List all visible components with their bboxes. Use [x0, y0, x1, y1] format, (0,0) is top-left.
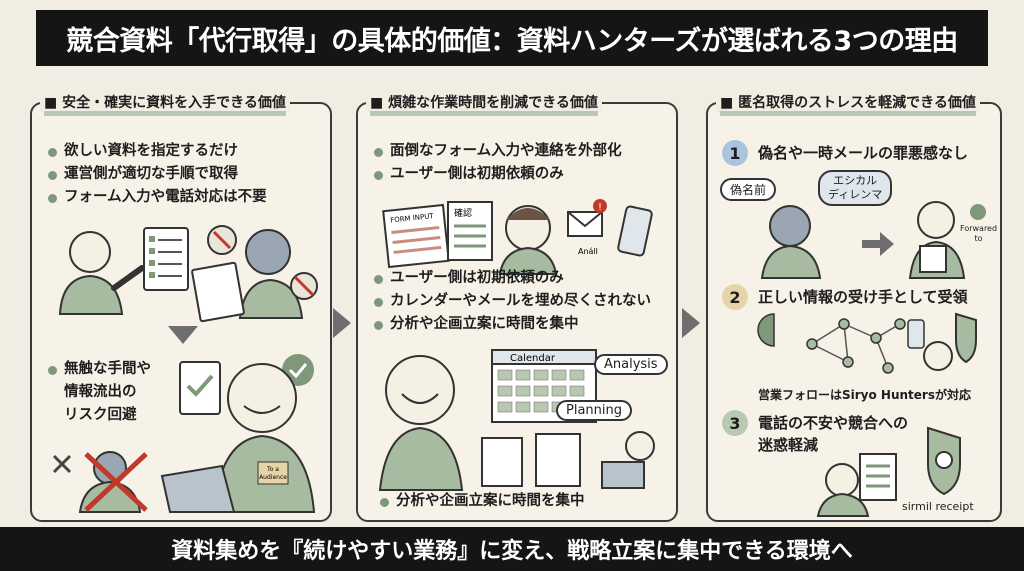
footer-banner: 資料集めを『続けやすい業務』に変え、戦略立案に集中できる環境へ — [0, 527, 1024, 571]
panel1-heading: ■ 安全・確実に資料を入手できる価値 — [40, 92, 290, 116]
panel2-bullets-2: ユーザー側は初期依頼のみ カレンダーやメールを埋め尽くされない 分析や企画立案に… — [372, 267, 651, 336]
item-number-3: 3 — [722, 410, 748, 436]
person-forwarding-illustration — [760, 201, 986, 279]
calendar-label: Calendar — [510, 353, 556, 364]
list-item: ユーザー側は初期依頼のみ — [372, 163, 622, 186]
panel3-heading: ■ 匿名取得のストレスを軽減できる価値 — [716, 92, 980, 116]
item-text-2: 正しい情報の受け手として受領 — [758, 288, 968, 306]
right-arrow-icon — [682, 308, 700, 338]
list-item: フォーム入力や電話対応は不要 — [46, 186, 267, 209]
stressed-person-illustration: FORM INPUT 確認 ! Análl — [382, 199, 653, 275]
person-checklist-illustration — [58, 227, 189, 315]
item-text-3-line2: 迷惑軽減 — [758, 436, 819, 454]
panel1-bottom-bullet: 無触な手間や — [46, 358, 151, 381]
list-item: 分析や企画立案に時間を集中 — [372, 313, 651, 336]
panel-safe-acquisition: ■ 安全・確実に資料を入手できる価値 欲しい資料を指定するだけ 運営側が適切な手… — [30, 92, 332, 522]
list-item: 分析や企画立案に時間を集中 — [378, 490, 585, 513]
shield-receipt-illustration — [816, 426, 961, 517]
bubble-analysis: Analysis — [594, 354, 668, 375]
svg-text:Audience: Audience — [259, 474, 287, 481]
bubble-ethical-dilemma: エシカル ディレンマ — [818, 170, 893, 206]
item-number-2: 2 — [722, 284, 748, 310]
panel2-heading: ■ 煩雑な作業時間を削減できる価値 — [366, 92, 602, 116]
list-item: ユーザー側は初期依頼のみ — [372, 267, 651, 290]
item-text-1: 偽名や一時メールの罪悪感なし — [758, 144, 969, 162]
list-item: カレンダーやメールを埋め尽くされない — [372, 290, 651, 313]
receipt-label: sirmil receipt — [902, 500, 974, 513]
forwarded-label: Forwared to — [960, 224, 998, 243]
list-item: 欲しい資料を指定するだけ — [46, 140, 267, 163]
bubble-fake-name: 偽名前 — [720, 178, 777, 201]
down-arrow-icon — [168, 326, 198, 344]
page-title: 競合資料「代行取得」の具体的価値：資料ハンターズが選ばれる3つの理由 — [36, 10, 988, 66]
svg-text:!: ! — [598, 202, 602, 213]
panel-time-saving: ■ 煩雑な作業時間を削減できる価値 面倒なフォーム入力や連絡を外部化 ユーザー側… — [356, 92, 678, 522]
worried-person-illustration — [191, 225, 318, 323]
panel2-bullets: 面倒なフォーム入力や連絡を外部化 ユーザー側は初期依頼のみ — [372, 140, 622, 186]
network-illustration — [757, 312, 977, 374]
bubble-planning: Planning — [556, 400, 632, 421]
crossed-out-person-illustration — [52, 451, 148, 513]
mail-label: Análl — [578, 247, 598, 256]
list-item: 面倒なフォーム入力や連絡を外部化 — [372, 140, 622, 163]
item-text-3: 電話の不安や競合への — [758, 414, 909, 432]
person-laptop-illustration: To a Audience — [160, 354, 316, 513]
list-item: 運営側が適切な手順で取得 — [46, 163, 267, 186]
panel1-bottom-text: 情報流出の リスク回避 — [64, 384, 137, 423]
sticker-text: To a — [266, 466, 279, 473]
list-item: 無触な手間や — [46, 358, 151, 381]
sales-follow-note: 営業フォローはSiryo Huntersが対応 — [758, 388, 971, 402]
svg-text:確認: 確認 — [454, 207, 472, 219]
panel-anonymous-stress: ■ 匿名取得のストレスを軽減できる価値 1 偽名や一時メールの罪悪感なし 偽名前… — [706, 92, 1002, 522]
right-arrow-icon — [333, 308, 351, 338]
panel2-bottom-bullet: 分析や企画立案に時間を集中 — [378, 490, 585, 513]
item-number-1: 1 — [722, 140, 748, 166]
panel1-bullets: 欲しい資料を指定するだけ 運営側が適切な手順で取得 フォーム入力や電話対応は不要 — [46, 140, 267, 209]
